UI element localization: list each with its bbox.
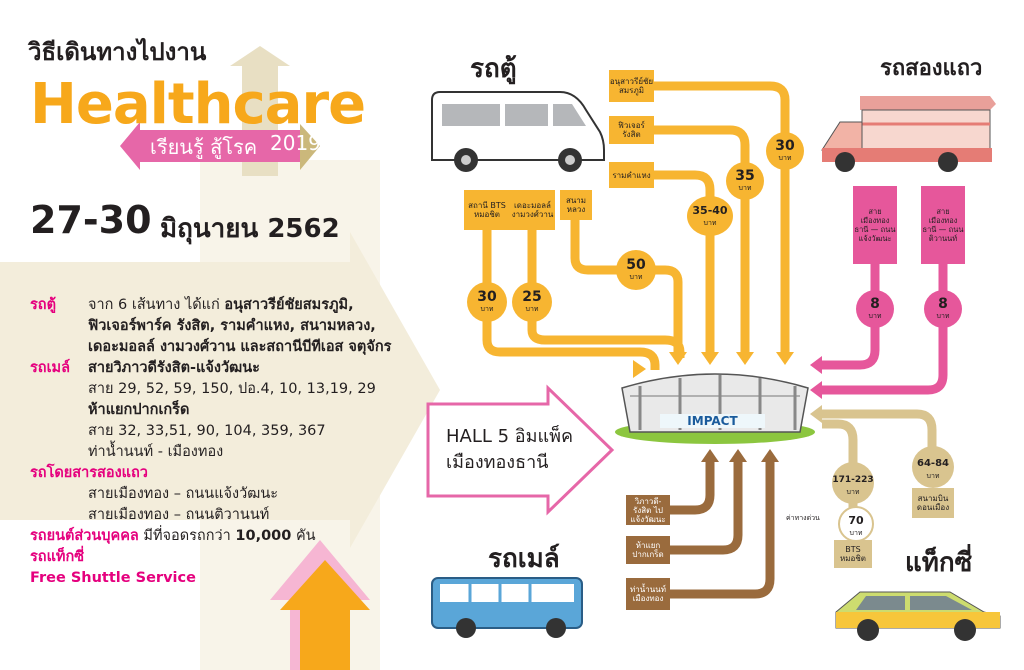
bus-origin-thanam: ท่าน้ำนนท์ เมืองทอง (626, 578, 670, 610)
bus-origin-pakkret: ห้าแยก ปากเกร็ด (626, 536, 670, 564)
bus-origin-vibhavadi: วิภาวดี-รังสิต ไปแจ้งวัฒนะ (626, 495, 670, 525)
van-vehicle (431, 91, 605, 172)
van-price-unit: บาท (778, 154, 792, 162)
van-price-unit: บาท (629, 273, 643, 281)
bus-route2-lines: สาย 32, 33,51, 90, 104, 359, 367 (88, 423, 326, 439)
taxi-price-bts-badge: 171-223 บาท (832, 462, 874, 504)
van-price-bts-badge: 30 บาท (467, 282, 507, 322)
taxi-title: แท็กซี่ (905, 548, 973, 578)
van-origin-victory: อนุสาวรีย์ชัย สมรภูมิ (609, 70, 654, 102)
van-price-future: 35 (735, 168, 755, 184)
van-category-label: รถตู้ (30, 297, 56, 313)
hall-label-line2: เมืองทองธานี (446, 452, 549, 473)
van-line1-pre: จาก 6 เส้นทาง ได้แก่ (88, 297, 220, 313)
car-text-post: คัน (295, 528, 316, 544)
van-price-sanam-badge: 50 บาท (616, 250, 656, 290)
van-origin-bts: สถานี BTS หมอชิต (464, 190, 510, 230)
van-price-mall-badge: 25 บาท (512, 282, 552, 322)
car-category-label: รถยนต์ส่วนบุคคล (30, 528, 139, 544)
orange-up-arrow (280, 560, 370, 670)
info-block: รถตู้ จาก 6 เส้นทาง ได้แก่ อนุสาวรีย์ชัยส… (30, 295, 391, 589)
bus-info-line1: รถเมล์ สายวิภาวดีรังสิต-แจ้งวัฒนะ (30, 358, 391, 379)
taxi-express-unit: บาท (849, 529, 863, 537)
songthaew-price-right-badge: 8 บาท (924, 290, 962, 328)
van-arrowheads (633, 352, 794, 378)
van-price-victory: 30 (775, 138, 795, 154)
logo-pink-arrow (120, 122, 300, 170)
songthaew-origin-right: สาย เมืองทอง ธานี — ถนน ติวานนท์ (921, 186, 965, 264)
car-text-pre: มีที่จอดรถกว่า (143, 528, 231, 544)
taxi-category-label: รถแท็กซี่ (30, 549, 85, 565)
taxi-origin-airport: สนามบิน ดอนเมือง (912, 488, 954, 518)
songthaew-line2: สายเมืองทอง – ถนนติวานนท์ (88, 507, 270, 523)
songthaew-price-right: 8 (938, 296, 948, 312)
songthaew-title: รถสองแถว (880, 56, 983, 81)
taxi-origin-bts: BTS หมอชิต (834, 540, 872, 568)
bus-route3: ท่าน้ำนนท์ - เมืองทอง (88, 444, 224, 460)
taxi-vehicle (835, 591, 1001, 641)
van-price-unit: บาท (738, 184, 752, 192)
bus-routes (670, 460, 775, 599)
van-price-unit: บาท (525, 305, 539, 313)
van-price-unit: บาท (703, 219, 717, 227)
van-price-unit: บาท (480, 305, 494, 313)
bus-route1-title: สายวิภาวดีรังสิต-แจ้งวัฒนะ (88, 360, 260, 376)
songthaew-origin-left: สาย เมืองทอง ธานี — ถนน แจ้งวัฒนะ (853, 186, 897, 264)
taxi-price-stadium: 64-84 (917, 458, 949, 469)
taxi-express-label: ค่าทางด่วน (786, 514, 820, 522)
van-origin-sanam: สนาม หลวง (560, 190, 592, 220)
car-info-line: รถยนต์ส่วนบุคคล มีที่จอดรถกว่า 10,000 คั… (30, 526, 391, 547)
taxi-price-bts: 171-223 (832, 475, 874, 485)
bus-route1-lines: สาย 29, 52, 59, 150, ปอ.4, 10, 13,19, 29 (88, 381, 376, 397)
van-price-sanam: 50 (626, 257, 646, 273)
van-info-line3: เดอะมอลล์ งามวงศ์วาน และสถานีบีทีเอส จตุ… (88, 339, 392, 355)
hall-label-line1: HALL 5 อิมแพ็ค (446, 426, 573, 447)
bus-category-label: รถเมล์ (30, 360, 70, 376)
bus-route2-title: ห้าแยกปากเกร็ด (88, 402, 190, 418)
van-price-ram: 35-40 (692, 204, 728, 217)
songthaew-price-left: 8 (870, 296, 880, 312)
bus-title: รถเมล์ (488, 544, 560, 574)
taxi-express-badge: 70 บาท (838, 506, 874, 542)
van-price-victory-badge: 30 บาท (766, 132, 804, 170)
van-price-ram-badge: 35-40 บาท (687, 196, 733, 236)
impact-sign: IMPACT (687, 414, 738, 428)
van-title: รถตู้ (470, 54, 517, 84)
event-month-year: มิถุนายน 2562 (160, 214, 340, 244)
songthaew-vehicle (821, 96, 996, 172)
songthaew-price-unit: บาท (936, 312, 950, 320)
van-info-line2: ฟิวเจอร์พาร์ค รังสิต, รามคำแหง, สนามหลวง… (88, 318, 376, 334)
healthcare-logo: Healthcare (30, 72, 366, 137)
van-routes (482, 81, 790, 370)
songthaew-routes (822, 260, 948, 395)
bus-vehicle (431, 577, 583, 638)
taxi-price-unit: บาท (926, 472, 940, 480)
event-date-range: 27-30 (30, 198, 152, 242)
van-info-line1: รถตู้ จาก 6 เส้นทาง ได้แก่ อนุสาวรีย์ชัยส… (30, 295, 391, 316)
taxi-price-stadium-badge: 64-84 บาท (912, 446, 954, 488)
songthaew-category-label: รถโดยสารสองแถว (30, 465, 148, 481)
shuttle-service-label: Free Shuttle Service (30, 570, 196, 586)
van-origin-mall: เดอะมอลล์ งามวงศ์วาน (510, 190, 555, 230)
van-price-mall: 25 (522, 289, 542, 305)
van-origin-ram: รามคำแหง (609, 162, 654, 188)
page-title: วิธีเดินทางไปงาน (28, 38, 207, 66)
impact-building (615, 373, 815, 444)
taxi-express-price: 70 (848, 514, 864, 527)
songthaew-price-left-badge: 8 บาท (856, 290, 894, 328)
songthaew-price-unit: บาท (868, 312, 882, 320)
van-line1-bold: อนุสาวรีย์ชัยสมรภูมิ, (224, 297, 354, 313)
taxi-price-unit: บาท (846, 488, 860, 496)
van-price-bts: 30 (477, 289, 497, 305)
car-text-bold: 10,000 (235, 528, 292, 544)
logo-subtitle: เรียนรู้ สู้โรค (150, 135, 258, 159)
hall-arrow-outline (426, 384, 615, 516)
songthaew-line1: สายเมืองทอง – ถนนแจ้งวัฒนะ (88, 486, 279, 502)
van-price-future-badge: 35 บาท (726, 162, 764, 200)
logo-year: 2019 (270, 131, 321, 155)
van-origin-future: ฟิวเจอร์ รังสิต (609, 116, 654, 144)
